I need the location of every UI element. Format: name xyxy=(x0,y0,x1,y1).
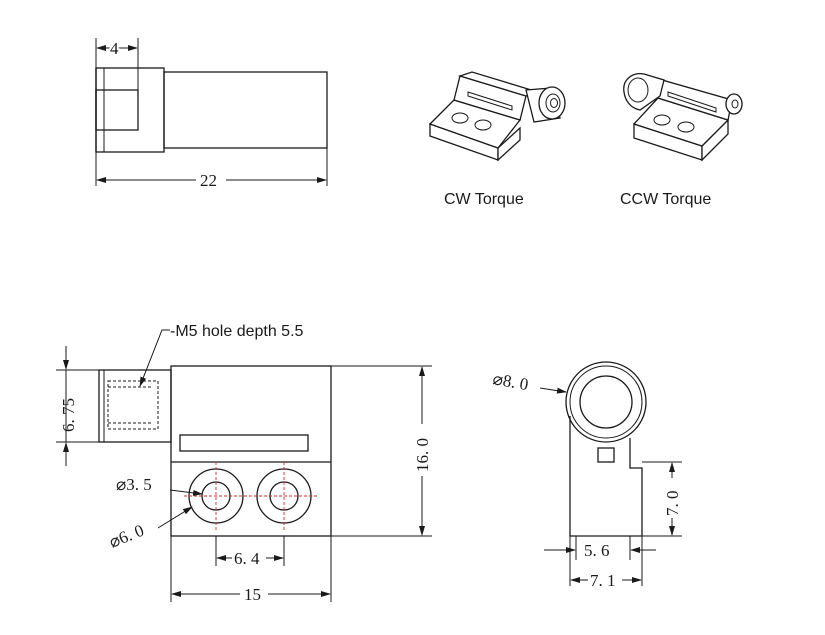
dim-3-5-label: ⌀3. 5 xyxy=(116,475,152,494)
iso-ccw-view: CCW Torque xyxy=(620,73,743,208)
dim-15-label: 15 xyxy=(244,585,261,604)
dim-22-label: 22 xyxy=(200,171,217,190)
top-view: 4 22 xyxy=(95,37,328,190)
dim-6-0-label: ⌀6. 0 xyxy=(106,521,146,552)
side-view-body xyxy=(569,416,643,537)
dim-6-75-label: 6. 75 xyxy=(59,398,78,432)
dim-7-1-label: 7. 1 xyxy=(590,571,616,590)
dim-7-0-label: 7. 0 xyxy=(663,491,682,517)
front-view: -M5 hole depth 5.5 6. 75 16. 0 ⌀3. 5 ⌀6.… xyxy=(56,323,432,604)
callout-leader xyxy=(139,329,170,387)
ccw-torque-label: CCW Torque xyxy=(620,191,711,208)
front-view-body xyxy=(170,365,332,537)
cw-torque-label: CW Torque xyxy=(444,191,524,208)
top-view-head xyxy=(95,67,165,153)
dim-6-4-label: 6. 4 xyxy=(234,549,260,568)
m5-callout-label: -M5 hole depth 5.5 xyxy=(170,323,304,340)
dim-8-0-label: ⌀8. 0 xyxy=(491,369,530,394)
side-view: ⌀8. 0 7. 0 5. 6 7. 1 xyxy=(491,361,682,590)
iso-cw-view: CW Torque xyxy=(428,71,566,208)
dim-4-label: 4 xyxy=(110,39,119,58)
front-view-slot xyxy=(179,434,309,452)
dim-16-label: 16. 0 xyxy=(413,438,432,472)
top-view-body xyxy=(163,71,328,149)
top-view-recess xyxy=(95,89,139,131)
side-view-cylinder xyxy=(565,361,647,443)
dim-5-6-label: 5. 6 xyxy=(584,541,610,560)
